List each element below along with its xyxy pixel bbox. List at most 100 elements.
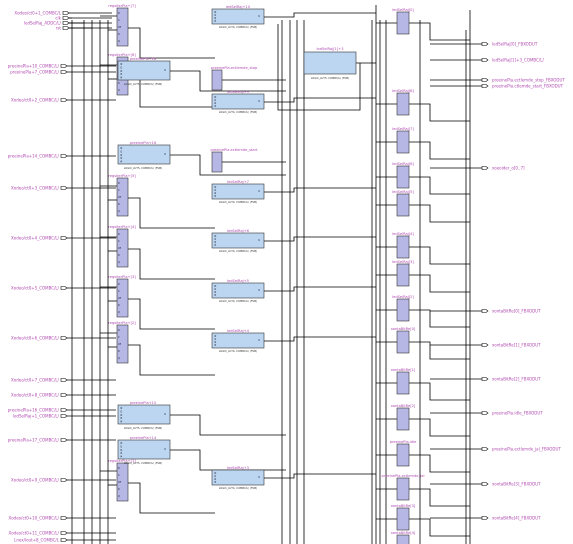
fsm-pin-label: I4 bbox=[120, 456, 123, 459]
register-pin-label: D bbox=[118, 182, 120, 185]
port-layer: Xodeo/ct0+1_COMBC/LclkledSelRaj_ADDC/L/r… bbox=[8, 10, 566, 542]
fsm-pin-label: I1 bbox=[120, 66, 123, 69]
wire bbox=[409, 518, 470, 537]
lut-pin-label: I3 bbox=[214, 294, 217, 297]
lut-pin-label: I2 bbox=[214, 241, 217, 244]
output-port-label: preeinePla.ectlemde_stop_FBXODUT bbox=[492, 77, 565, 82]
wire bbox=[264, 12, 376, 18]
right-reg-cell bbox=[396, 371, 410, 395]
right-reg-cell bbox=[396, 165, 410, 189]
right-reg-label: ledSelRaj[4] bbox=[392, 232, 414, 236]
input-port-arrow-icon bbox=[60, 478, 68, 482]
fsm-label: preeinePla+15 bbox=[130, 401, 157, 405]
input-port-arrow-icon bbox=[60, 186, 68, 190]
register-pin-label: D bbox=[118, 467, 120, 470]
input-port-label: Xodeo/ct0+9_COMBC/L/ bbox=[11, 477, 60, 482]
lut-pin-label: O bbox=[258, 476, 260, 479]
lut-block bbox=[211, 282, 265, 299]
wire bbox=[277, 24, 361, 111]
center-block-sublabel: LOGIC_LUT5, COMBC/L/ (FSM) bbox=[311, 76, 349, 80]
register-cell bbox=[116, 278, 129, 318]
fsm-pin-label: I4 bbox=[120, 77, 123, 80]
input-port-arrow-icon bbox=[60, 236, 68, 240]
output-port-label: xontaBitRe[0]_FBXODUT bbox=[492, 308, 541, 313]
right-reg-label: xontaBitRe[3] bbox=[391, 504, 416, 508]
wire bbox=[264, 286, 376, 292]
input-port-arrow-icon bbox=[62, 11, 70, 15]
lut-pin-label: I3 bbox=[214, 481, 217, 484]
input-port-label: preeinePla+16_COMBC/L/ bbox=[8, 407, 60, 412]
mid-reg-label: preeinePla.ectlemde_start bbox=[210, 148, 258, 152]
lut-pin-label: I3 bbox=[214, 105, 217, 108]
fsm-pin-label: I4 bbox=[120, 161, 123, 164]
output-port-arrow-icon bbox=[481, 411, 489, 415]
lut-pin-label: I1 bbox=[214, 14, 217, 17]
output-port-label: xoeoider_o[0..7] bbox=[492, 165, 525, 170]
register-pin-label: R bbox=[118, 82, 120, 85]
output-port-arrow-icon bbox=[481, 42, 489, 46]
input-port-arrow-icon bbox=[60, 414, 68, 418]
input-port-arrow-icon bbox=[62, 26, 70, 30]
register-pin-label: Q bbox=[118, 311, 120, 314]
lut-pin-label: I2 bbox=[214, 17, 217, 20]
input-port-label: Xodeo/ct0+5_COMBC/L/ bbox=[11, 285, 60, 290]
fsm-pin-label: I0 bbox=[120, 63, 123, 66]
output-port-arrow-icon bbox=[481, 58, 489, 62]
input-port-label: Xodeo/ct0+2_COMBC/L/ bbox=[11, 97, 60, 102]
fsm-block bbox=[117, 144, 171, 165]
right-reg-label: xontaBitRe[0] bbox=[391, 327, 416, 331]
lut-pin-label: I2 bbox=[214, 192, 217, 195]
register-pin-label: R bbox=[118, 350, 120, 353]
fsm-label: preeinePla+16 bbox=[130, 141, 157, 145]
right-reg-label: ledSelRaj[7] bbox=[392, 127, 414, 131]
register-cell bbox=[116, 462, 129, 502]
wire bbox=[409, 176, 470, 195]
fsm-pin-label: I3 bbox=[120, 417, 123, 420]
output-port-arrow-icon bbox=[481, 84, 489, 88]
input-port-label: Lnex/lout+8_COMBC/L bbox=[14, 537, 60, 542]
register-pin-label: R bbox=[118, 488, 120, 491]
fsm-label: preeinePla+18 bbox=[130, 57, 157, 61]
wire bbox=[264, 236, 376, 242]
input-port-arrow-icon bbox=[60, 531, 68, 535]
output-port-label: xontaBitRe[3]_FBXODUT bbox=[492, 481, 541, 486]
register-pin-label: R bbox=[118, 304, 120, 307]
register-pin-label: C bbox=[118, 240, 120, 243]
input-port-arrow-icon bbox=[60, 336, 68, 340]
lut-pin-label: O bbox=[258, 100, 260, 103]
fsm-pin-label: I4 bbox=[120, 421, 123, 424]
wire bbox=[128, 482, 215, 514]
output-port-label: xontaBitRe[1]_FBXODUT bbox=[492, 342, 541, 347]
wire bbox=[409, 309, 470, 328]
register-pin-label: R bbox=[118, 254, 120, 257]
wire bbox=[409, 246, 470, 265]
input-port-label: clk bbox=[55, 15, 61, 20]
wire bbox=[409, 454, 470, 473]
fsm-block bbox=[117, 60, 171, 81]
output-port-label: ledSelRaj[0]_FBXODUT bbox=[492, 41, 538, 46]
lut-label: ledSelRaj+7 bbox=[227, 180, 249, 184]
lut-pin-label: I1 bbox=[214, 238, 217, 241]
fsm-pin-label: I3 bbox=[120, 157, 123, 160]
register-pin-label: CE bbox=[118, 343, 122, 346]
register-pin-label: Q bbox=[118, 40, 120, 43]
register-pin-label: D bbox=[118, 12, 120, 15]
register-cell bbox=[116, 324, 129, 364]
input-port-label: Xodeo/ct0+6_COMBC/L/ bbox=[11, 335, 60, 340]
fsm-block bbox=[117, 439, 171, 460]
right-reg-cell bbox=[396, 507, 410, 531]
fsm-pin-label: I1 bbox=[120, 445, 123, 448]
wire bbox=[170, 70, 286, 92]
register-pin-label: C bbox=[118, 336, 120, 339]
lut-pin-label: I0 bbox=[214, 186, 217, 189]
register-pin-label: Q bbox=[118, 357, 120, 360]
lut-block bbox=[211, 93, 265, 110]
right-reg-label: ledSelRaj[5] bbox=[392, 190, 414, 194]
lut-pin-label: I0 bbox=[214, 96, 217, 99]
input-port-arrow-icon bbox=[60, 408, 68, 412]
input-port-arrow-icon bbox=[60, 64, 68, 68]
right-reg-cell bbox=[396, 534, 410, 544]
right-reg-label: preeinePla.ectlemde_jal bbox=[382, 474, 425, 478]
fsm-sublabel: LOGIC_LUT5, COMBC/L/ (FSM) bbox=[124, 461, 162, 465]
register-label: regsiterPla+[3] bbox=[108, 275, 136, 279]
